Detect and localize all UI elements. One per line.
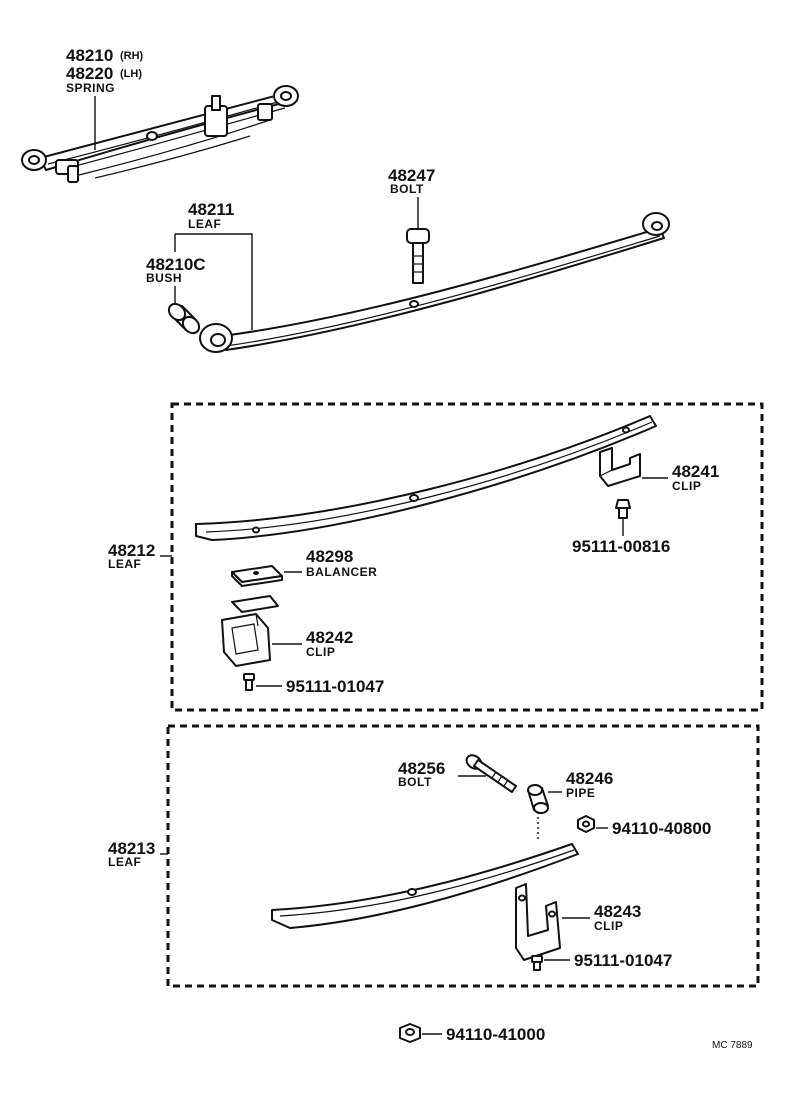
bush-drawing — [167, 302, 201, 335]
clip-48242-number: 48242 — [306, 628, 353, 647]
spring-lh-suffix: (LH) — [120, 68, 142, 80]
nut-40800-number: 94110-40800 — [612, 819, 711, 838]
bolt-48247-number: 48247 — [388, 166, 435, 185]
balancer-desc: BALANCER — [306, 565, 377, 579]
bush-number: 48210C — [146, 255, 206, 274]
leaf-48213-number: 48213 — [108, 839, 155, 858]
balancer-drawing — [231, 565, 283, 587]
spring-desc: SPRING — [66, 81, 115, 95]
spring-rh-suffix: (RH) — [120, 50, 144, 62]
nut-40800-drawing — [577, 815, 595, 833]
screw-01047-a-drawing — [243, 673, 255, 691]
screw-01047-a-number: 95111-01047 — [286, 677, 384, 696]
spring-rh-number: 48210 — [66, 46, 113, 65]
leaf-48211-bracket — [175, 233, 253, 330]
leaf-48212-desc: LEAF — [108, 557, 141, 571]
balancer-number: 48298 — [306, 547, 353, 566]
leaf-48212-number: 48212 — [108, 541, 155, 560]
clip-48243-desc: CLIP — [594, 919, 623, 933]
leaf-48213-group-box — [166, 724, 760, 988]
leaf-48212-group-box — [170, 402, 764, 712]
drawing-reference: MC 7889 — [712, 1040, 753, 1051]
leaf-48212-drawing — [195, 415, 657, 541]
bolt-48256-number: 48256 — [398, 759, 445, 778]
bolt-48256-drawing — [465, 754, 517, 793]
leaf-48211-desc: LEAF — [188, 217, 221, 231]
screw-01047-b-number: 95111-01047 — [574, 951, 672, 970]
bush-desc: BUSH — [146, 271, 182, 285]
clip-48243-drawing — [515, 883, 561, 961]
clip-48241-number: 48241 — [672, 462, 719, 481]
leaf-48213-desc: LEAF — [108, 855, 141, 869]
bolt-48247-drawing — [406, 228, 430, 284]
clip-48243-number: 48243 — [594, 902, 641, 921]
nut-41000-drawing — [399, 1023, 421, 1043]
screw-00816-number: 95111-00816 — [572, 537, 670, 556]
screw-01047-b-drawing — [531, 955, 543, 971]
pipe-number: 48246 — [566, 769, 613, 788]
clip-48241-desc: CLIP — [672, 479, 701, 493]
pipe-desc: PIPE — [566, 786, 595, 800]
main-leaf-drawing — [199, 212, 670, 353]
leaf-48213-drawing — [271, 843, 579, 929]
clip-48241-drawing — [599, 447, 641, 487]
clip-48242-desc: CLIP — [306, 645, 335, 659]
bolt-48247-desc: BOLT — [390, 182, 424, 196]
spring-assembly-drawing — [21, 85, 299, 183]
pipe-drawing — [527, 784, 549, 814]
leaf-48211-number: 48211 — [188, 200, 234, 219]
spring-lh-number: 48220 — [66, 64, 113, 83]
bolt-48256-desc: BOLT — [398, 775, 432, 789]
clip-48242-drawing — [221, 595, 279, 667]
screw-00816-drawing — [615, 499, 631, 519]
nut-41000-number: 94110-41000 — [446, 1025, 545, 1044]
